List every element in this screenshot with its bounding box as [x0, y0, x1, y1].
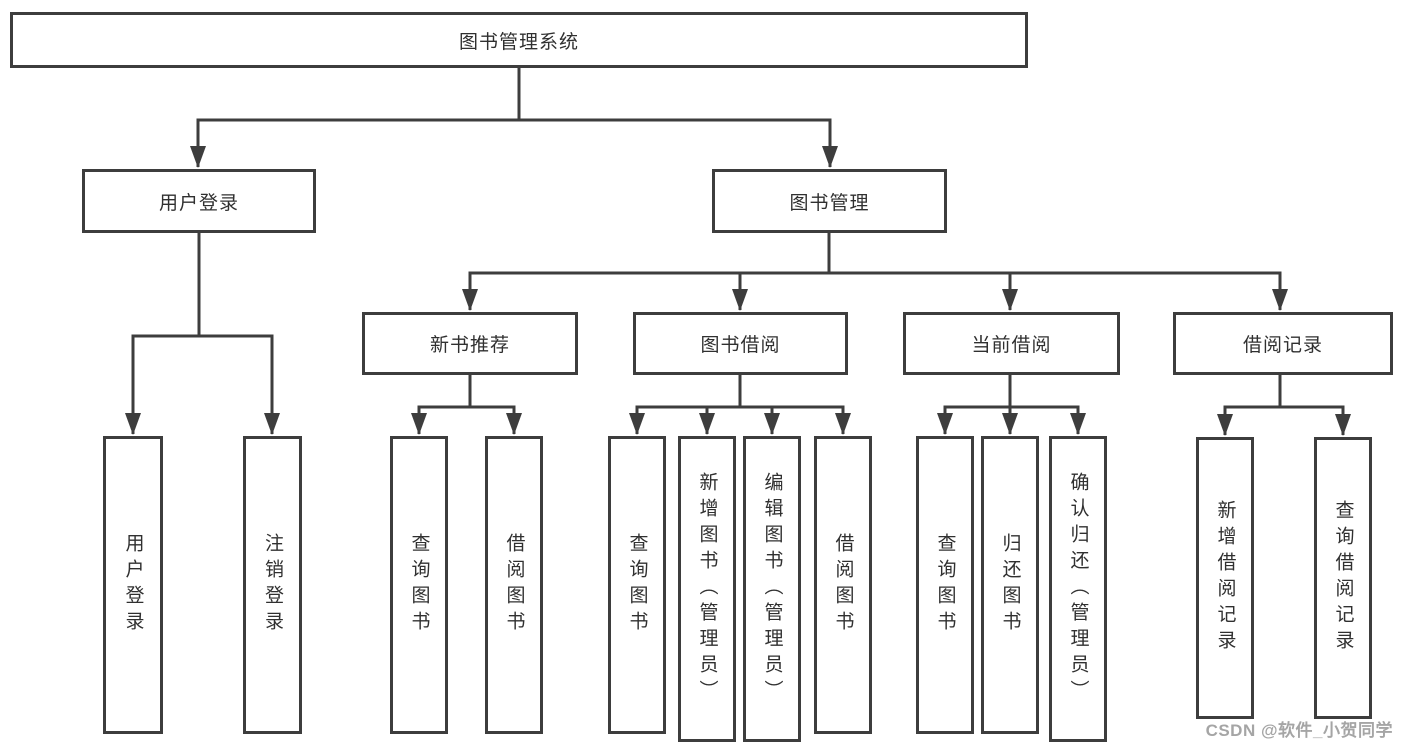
- leaf-logout: 注销登录: [243, 436, 302, 734]
- leaf-user-login: 用户登录: [103, 436, 163, 734]
- node-book-borrowing-label: 图书借阅: [700, 335, 781, 356]
- node-borrowing-records: 借阅记录: [1173, 312, 1393, 375]
- leaf-return-books: 归还图书: [981, 436, 1039, 734]
- leaf-add-borrow-record-label: 新增借阅记录: [1214, 500, 1236, 656]
- leaf-user-login-label: 用户登录: [122, 533, 144, 637]
- node-user-login-label: 用户登录: [158, 192, 239, 214]
- leaf-query-books-borrowing: 查询图书: [608, 436, 666, 734]
- node-new-book-recommend: 新书推荐: [362, 312, 578, 375]
- leaf-query-borrow-record-label: 查询借阅记录: [1332, 500, 1354, 656]
- node-current-borrowing-label: 当前借阅: [971, 335, 1052, 356]
- leaf-edit-books-admin-label: 编辑图书（管理员）: [761, 472, 783, 706]
- leaf-borrow-books-recommend-label: 借阅图书: [503, 533, 525, 637]
- leaf-borrow-books: 借阅图书: [814, 436, 872, 734]
- node-book-management-label: 图书管理: [789, 192, 870, 214]
- leaf-query-books-current-label: 查询图书: [934, 533, 956, 637]
- node-root-system: 图书管理系统: [10, 12, 1028, 68]
- leaf-confirm-return-admin-label: 确认归还（管理员）: [1067, 472, 1089, 706]
- node-borrowing-records-label: 借阅记录: [1242, 335, 1323, 356]
- node-root-label: 图书管理系统: [458, 31, 579, 53]
- leaf-query-books-borrowing-label: 查询图书: [626, 533, 648, 637]
- leaf-edit-books-admin: 编辑图书（管理员）: [743, 436, 801, 742]
- leaf-add-borrow-record: 新增借阅记录: [1196, 437, 1254, 719]
- leaf-borrow-books-recommend: 借阅图书: [485, 436, 543, 734]
- leaf-confirm-return-admin: 确认归还（管理员）: [1049, 436, 1107, 742]
- node-current-borrowing: 当前借阅: [903, 312, 1120, 375]
- node-new-book-recommend-label: 新书推荐: [429, 335, 510, 356]
- leaf-query-books-recommend-label: 查询图书: [408, 533, 430, 637]
- leaf-query-books-recommend: 查询图书: [390, 436, 448, 734]
- node-user-login: 用户登录: [82, 169, 316, 233]
- csdn-watermark: CSDN @软件_小贺同学: [1205, 721, 1393, 740]
- leaf-query-books-current: 查询图书: [916, 436, 974, 734]
- node-book-management: 图书管理: [712, 169, 947, 233]
- leaf-add-books-admin: 新增图书（管理员）: [678, 436, 736, 742]
- leaf-borrow-books-label: 借阅图书: [832, 533, 854, 637]
- leaf-logout-label: 注销登录: [262, 533, 283, 637]
- leaf-query-borrow-record: 查询借阅记录: [1314, 437, 1372, 719]
- node-book-borrowing: 图书借阅: [633, 312, 848, 375]
- leaf-add-books-admin-label: 新增图书（管理员）: [696, 472, 718, 706]
- leaf-return-books-label: 归还图书: [999, 533, 1021, 637]
